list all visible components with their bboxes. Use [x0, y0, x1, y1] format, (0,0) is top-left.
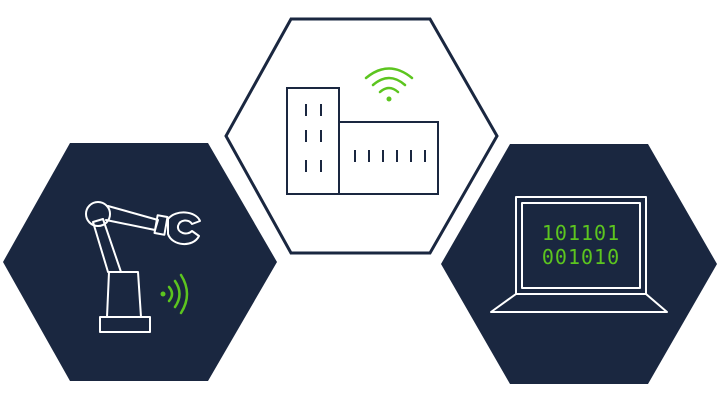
- factory-building-icon: [286, 87, 439, 195]
- robot-arm-tile: [3, 143, 277, 381]
- hexagon-top: [224, 17, 499, 255]
- laptop-icon: [490, 196, 668, 313]
- robot-arm-icon: [85, 201, 201, 333]
- binary-line-2: 001010: [542, 245, 620, 269]
- hexagon-right: [441, 144, 717, 384]
- wifi-icon: [364, 67, 414, 102]
- laptop-tile: 101101 001010: [441, 144, 717, 384]
- binary-line-1: 101101: [542, 221, 620, 245]
- factory-building-tile: [224, 17, 499, 255]
- hexagon-left: [3, 143, 277, 381]
- wireless-signal-icon: [160, 273, 189, 315]
